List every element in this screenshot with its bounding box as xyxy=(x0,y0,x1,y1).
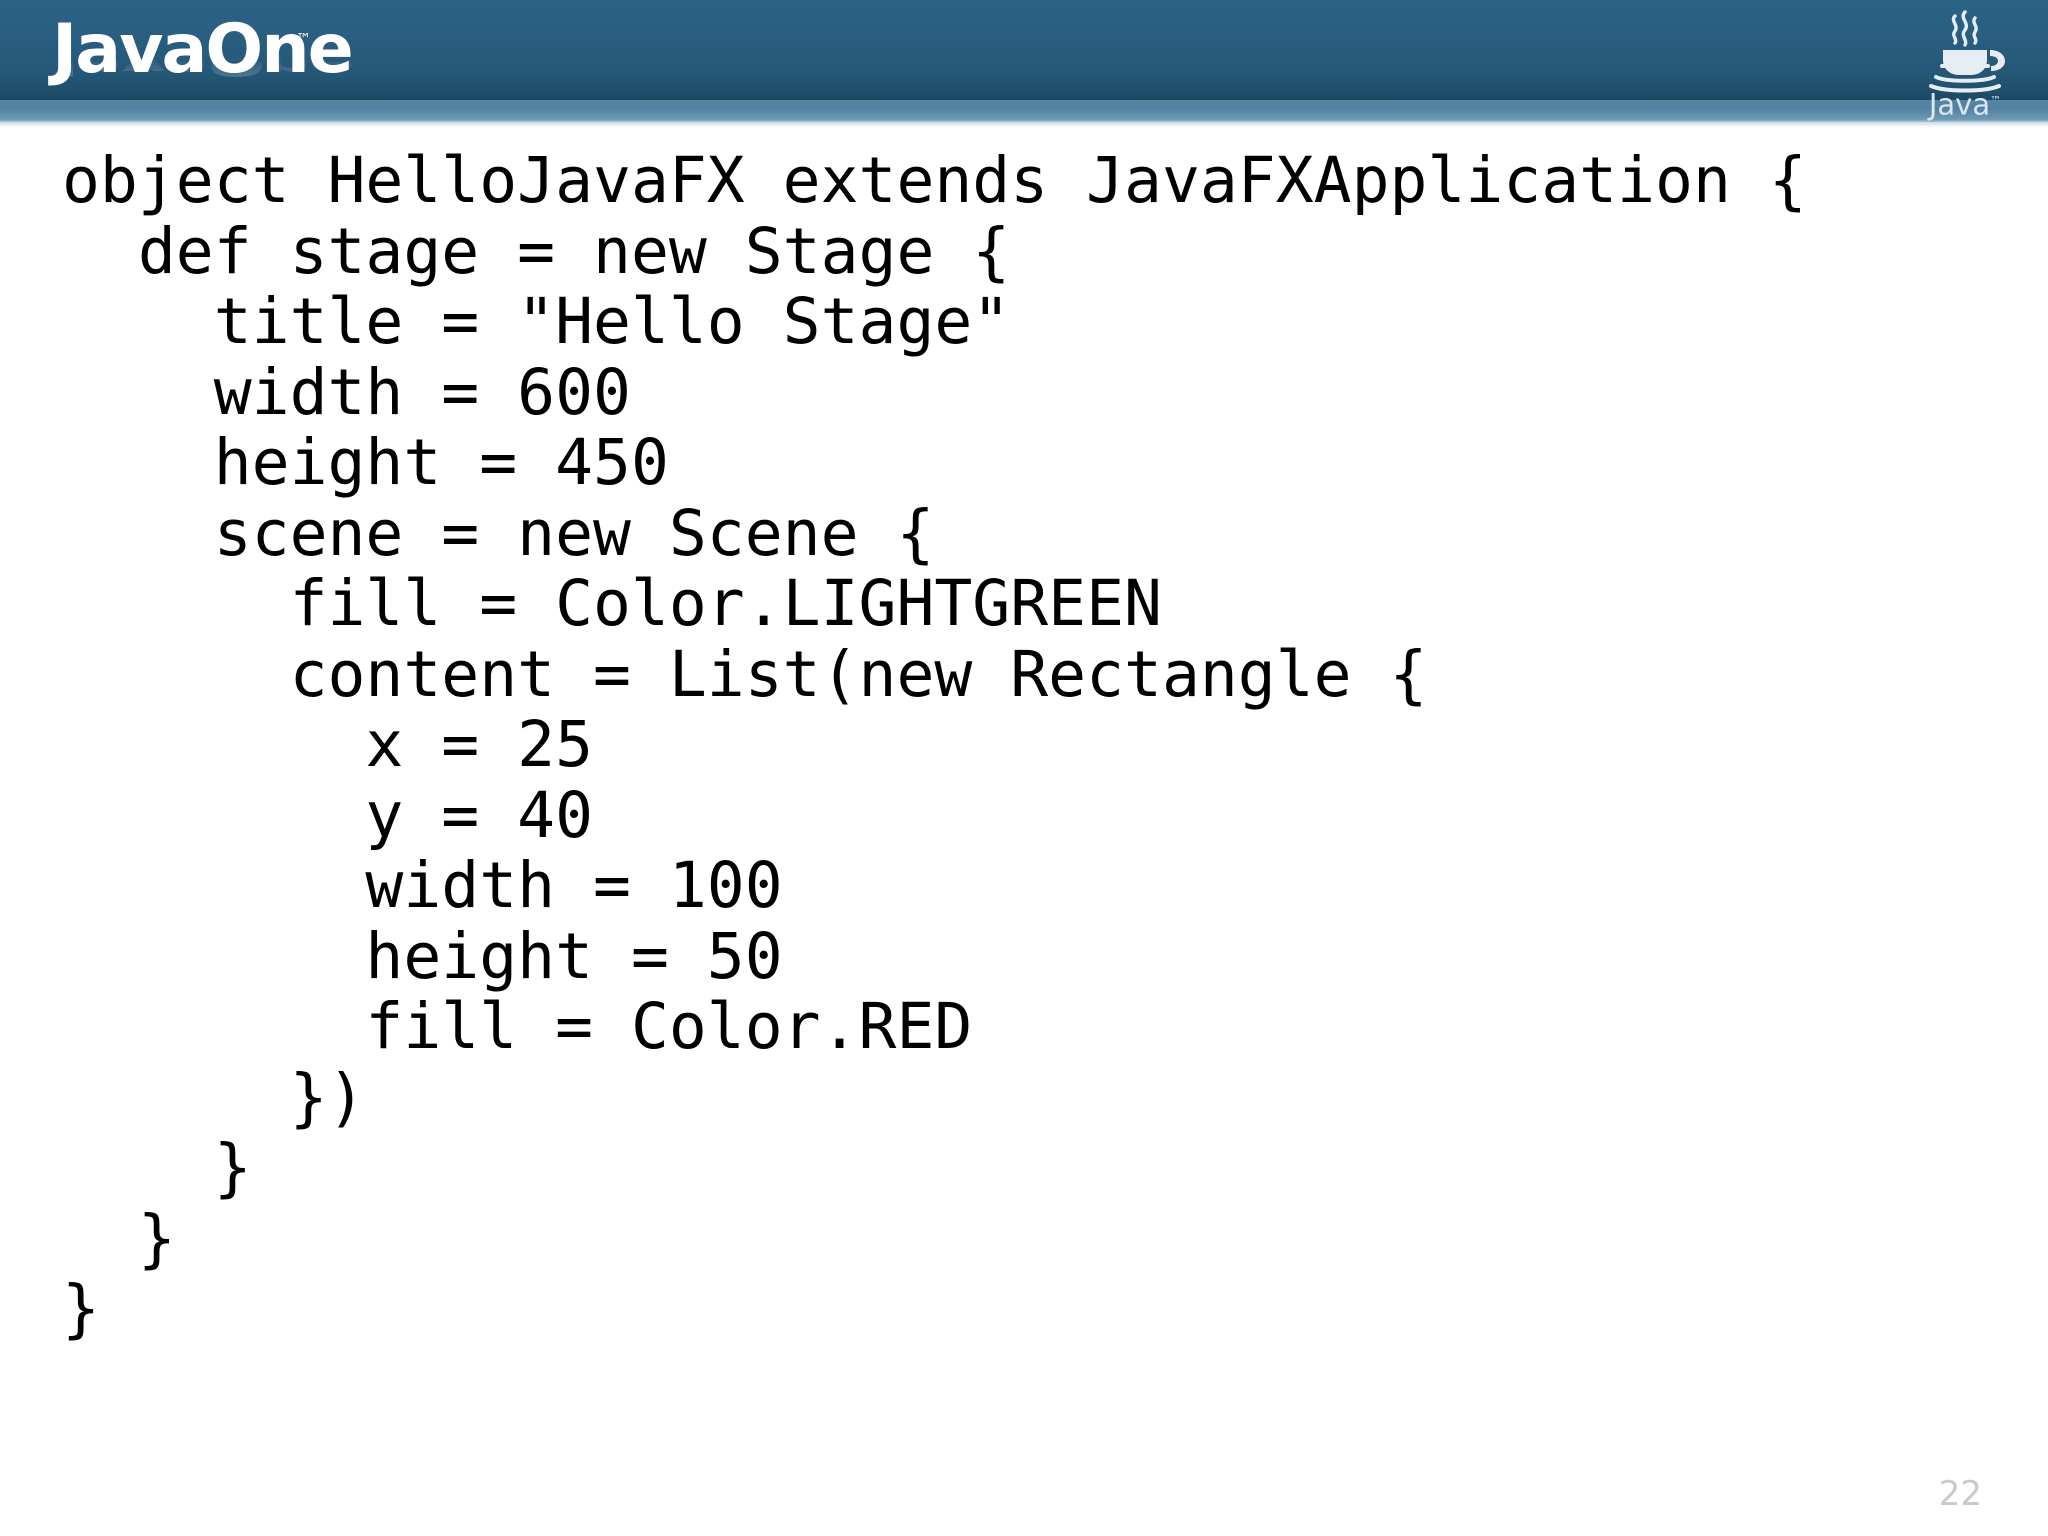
javaone-trademark-symbol: ™ xyxy=(296,30,311,48)
java-logo-word-text: Java xyxy=(1928,88,1991,122)
code-line: y = 40 xyxy=(62,778,594,852)
code-listing: object HelloJavaFX extends JavaFXApplica… xyxy=(62,144,1807,1345)
header-band-fade xyxy=(0,122,2048,128)
code-line: fill = Color.LIGHTGREEN xyxy=(62,567,1162,640)
code-line: width = 100 xyxy=(62,849,783,922)
code-line: } xyxy=(62,1131,252,1204)
code-line: height = 50 xyxy=(62,919,783,993)
slide-header: JavaOne JavaOne ™ Java™ xyxy=(0,0,2048,128)
code-line: }) xyxy=(62,1060,366,1134)
code-line: content = List(new Rectangle { xyxy=(62,637,1428,711)
page-number: 22 xyxy=(1938,1474,1982,1514)
code-line: } xyxy=(62,1201,176,1275)
javaone-logo-text: JavaOne xyxy=(52,10,354,89)
code-line: def stage = new Stage { xyxy=(62,214,1011,288)
code-line: } xyxy=(62,1272,100,1345)
code-line: title = "Hello Stage" xyxy=(62,285,1011,358)
javaone-logo: JavaOne JavaOne ™ xyxy=(52,14,382,110)
java-logo-trademark-symbol: ™ xyxy=(1990,94,2002,108)
java-coffee-cup-icon xyxy=(1929,10,2005,93)
code-line: height = 450 xyxy=(62,426,669,499)
header-band-dark xyxy=(0,0,2048,100)
header-band-light xyxy=(0,100,2048,122)
code-line: scene = new Scene { xyxy=(62,496,935,570)
code-line: fill = Color.RED xyxy=(62,990,973,1063)
java-logo-wordmark: Java™ xyxy=(1910,86,2020,120)
java-logo: Java™ xyxy=(1910,4,2020,122)
code-line: object HelloJavaFX extends JavaFXApplica… xyxy=(62,144,1807,217)
code-line: x = 25 xyxy=(62,708,594,781)
code-line: width = 600 xyxy=(62,355,631,429)
